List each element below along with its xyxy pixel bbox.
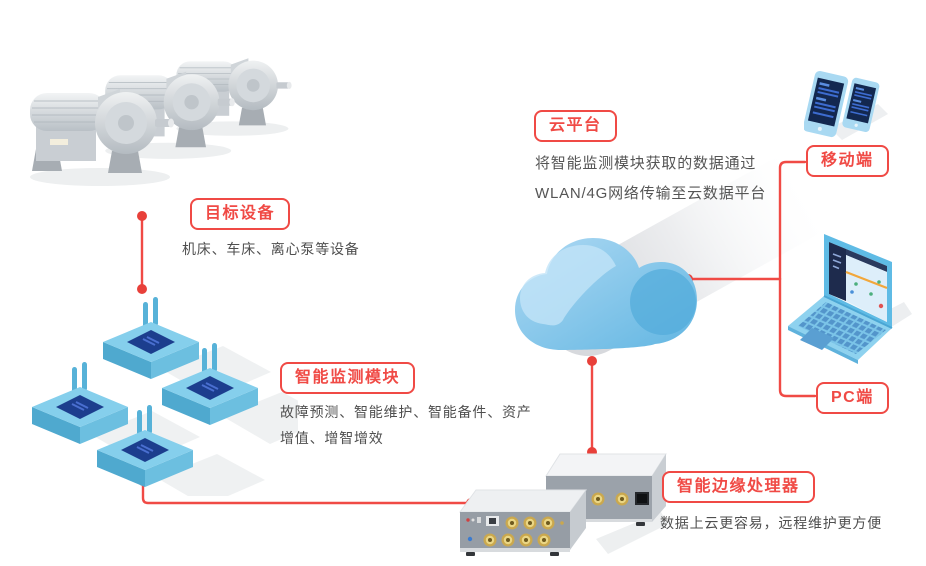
target-device-label: 目标设备 [190,198,291,230]
mobile-label: 移动端 [806,145,889,177]
cloud-label: 云平台 [534,110,617,142]
edge-processor-icon [459,453,668,556]
pc-label: PC端 [816,382,889,414]
red-connectors [140,160,817,505]
monitor-module-description: 故障预测、智能维护、智能备件、资产 增值、增智增效 [280,399,532,451]
cloud-description-line1: 将智能监测模块获取的数据通过 [535,155,757,172]
sensor-modules-icon [31,296,298,496]
monitor-module-label: 智能监测模块 [280,362,416,394]
monitor-module-description-line1: 故障预测、智能维护、智能备件、资产 [280,404,532,420]
cloud-icon [515,238,697,350]
laptop-icon [788,234,912,364]
cloud-description-line2: WLAN/4G网络传输至云数据平台 [535,185,767,202]
monitor-module-description-line2: 增值、增智增效 [280,430,384,446]
edge-processor-label: 智能边缘处理器 [662,471,815,503]
gear-motors-icon [29,57,293,187]
smartphones-icon [804,70,888,140]
cloud-description: 将智能监测模块获取的数据通过 WLAN/4G网络传输至云数据平台 [535,149,766,209]
target-device-description: 机床、车床、离心泵等设备 [182,241,360,257]
edge-processor-description: 数据上云更容易，远程维护更方便 [660,515,882,531]
